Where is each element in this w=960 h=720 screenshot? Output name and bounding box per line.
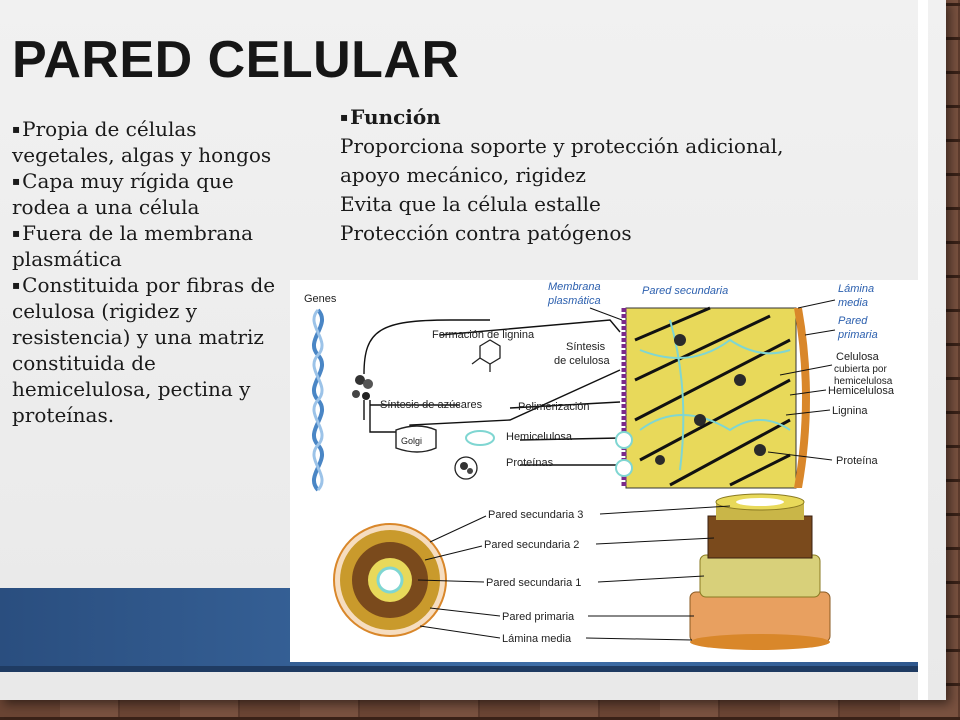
lignin-molecule-icon [471, 339, 501, 372]
hemicellulose-vesicle-icon [465, 430, 495, 446]
dna-helix-icon [311, 308, 325, 492]
wall-cross-section [333, 523, 447, 637]
secondary-wall-block [625, 307, 797, 489]
membrane-vesicle-icon [615, 459, 633, 477]
bullet-item: ▪Constituida por fibras de celulosa (rig… [12, 273, 276, 427]
label-membrana: Membrana [548, 281, 601, 293]
bullet-item: ▪Capa muy rígida que rodea a una célula [12, 169, 234, 219]
label-lamina-media: Lámina media [502, 633, 572, 645]
label-proteina: Proteína [836, 455, 878, 467]
label-de-celulosa: de celulosa [554, 355, 611, 367]
label-pared-secundaria-2: Pared secundaria 2 [484, 539, 579, 551]
funcion-block: ▪Función Proporciona soporte y protecció… [340, 103, 880, 248]
label-sintesis: Síntesis [566, 341, 606, 353]
bullet-item: ▪Fuera de la membrana plasmática [12, 221, 254, 271]
label-genes: Genes [304, 293, 337, 305]
label-cubierta-por: cubierta por [834, 364, 887, 375]
wall-layers-cylinder [689, 493, 831, 650]
funcion-line: apoyo mecánico, rigidez [340, 163, 586, 187]
label-celulosa: Celulosa [836, 351, 880, 363]
label-pared-primaria: Pared primaria [502, 611, 575, 623]
label-plasmatica: plasmática [547, 295, 601, 307]
funcion-heading: ▪Función [340, 105, 441, 129]
funcion-line: Proporciona soporte y protección adicion… [340, 134, 784, 158]
label-golgi: Golgi [401, 436, 422, 446]
label-media: media [838, 297, 868, 309]
lamina-media-band [794, 308, 810, 488]
square-bullet-icon: ▪ [12, 278, 21, 292]
slide: PARED CELULAR ▪Propia de células vegetal… [0, 0, 946, 700]
protein-vesicle-icon [454, 456, 478, 480]
label-lignina: Lignina [832, 405, 868, 417]
square-bullet-icon: ▪ [12, 122, 21, 136]
label-polimerizacion: Polimerización [518, 401, 590, 413]
hemicellulose-links [639, 319, 791, 471]
square-bullet-icon: ▪ [12, 174, 21, 188]
funcion-line: Evita que la célula estalle [340, 192, 601, 216]
funcion-line: Protección contra patógenos [340, 221, 632, 245]
golgi-icon: Golgi [395, 425, 437, 453]
bottom-leader-lines [417, 505, 731, 641]
label-lamina: Lámina [838, 283, 874, 295]
cell-wall-diagram-svg: Genes [304, 281, 895, 650]
label-pared: Pared [838, 315, 868, 327]
label-pared-secundaria-top: Pared secundaria [642, 285, 728, 297]
ribosome-icon [352, 375, 373, 400]
footer-band-shadow [0, 666, 918, 672]
label-proteinas: Proteínas [506, 457, 554, 469]
label-sintesis-azucares: Síntesis de azúcares [380, 399, 483, 411]
cell-wall-diagram: Genes [290, 280, 918, 662]
label-hemicelulosa-left: Hemicelulosa [506, 431, 573, 443]
square-bullet-icon: ▪ [12, 226, 21, 240]
label-formacion-lignina: Formación de lignina [432, 329, 535, 341]
label-hemicelulosa-small: hemicelulosa [834, 376, 893, 387]
membrane-vesicle-icon [615, 431, 633, 449]
label-leader-lines [589, 299, 836, 461]
square-bullet-icon: ▪ [340, 110, 349, 124]
left-bullet-list: ▪Propia de células vegetales, algas y ho… [12, 116, 297, 428]
label-pared-secundaria-1: Pared secundaria 1 [486, 577, 581, 589]
flow-arrows [363, 319, 621, 466]
protein-blobs [655, 334, 766, 465]
label-hemicelulosa: Hemicelulosa [828, 385, 895, 397]
label-primaria: primaria [837, 329, 878, 341]
slide-title: PARED CELULAR [12, 31, 460, 89]
label-pared-secundaria-3: Pared secundaria 3 [488, 509, 583, 521]
bullet-item: ▪Propia de células vegetales, algas y ho… [12, 117, 272, 167]
slide-right-stripe [918, 0, 928, 700]
